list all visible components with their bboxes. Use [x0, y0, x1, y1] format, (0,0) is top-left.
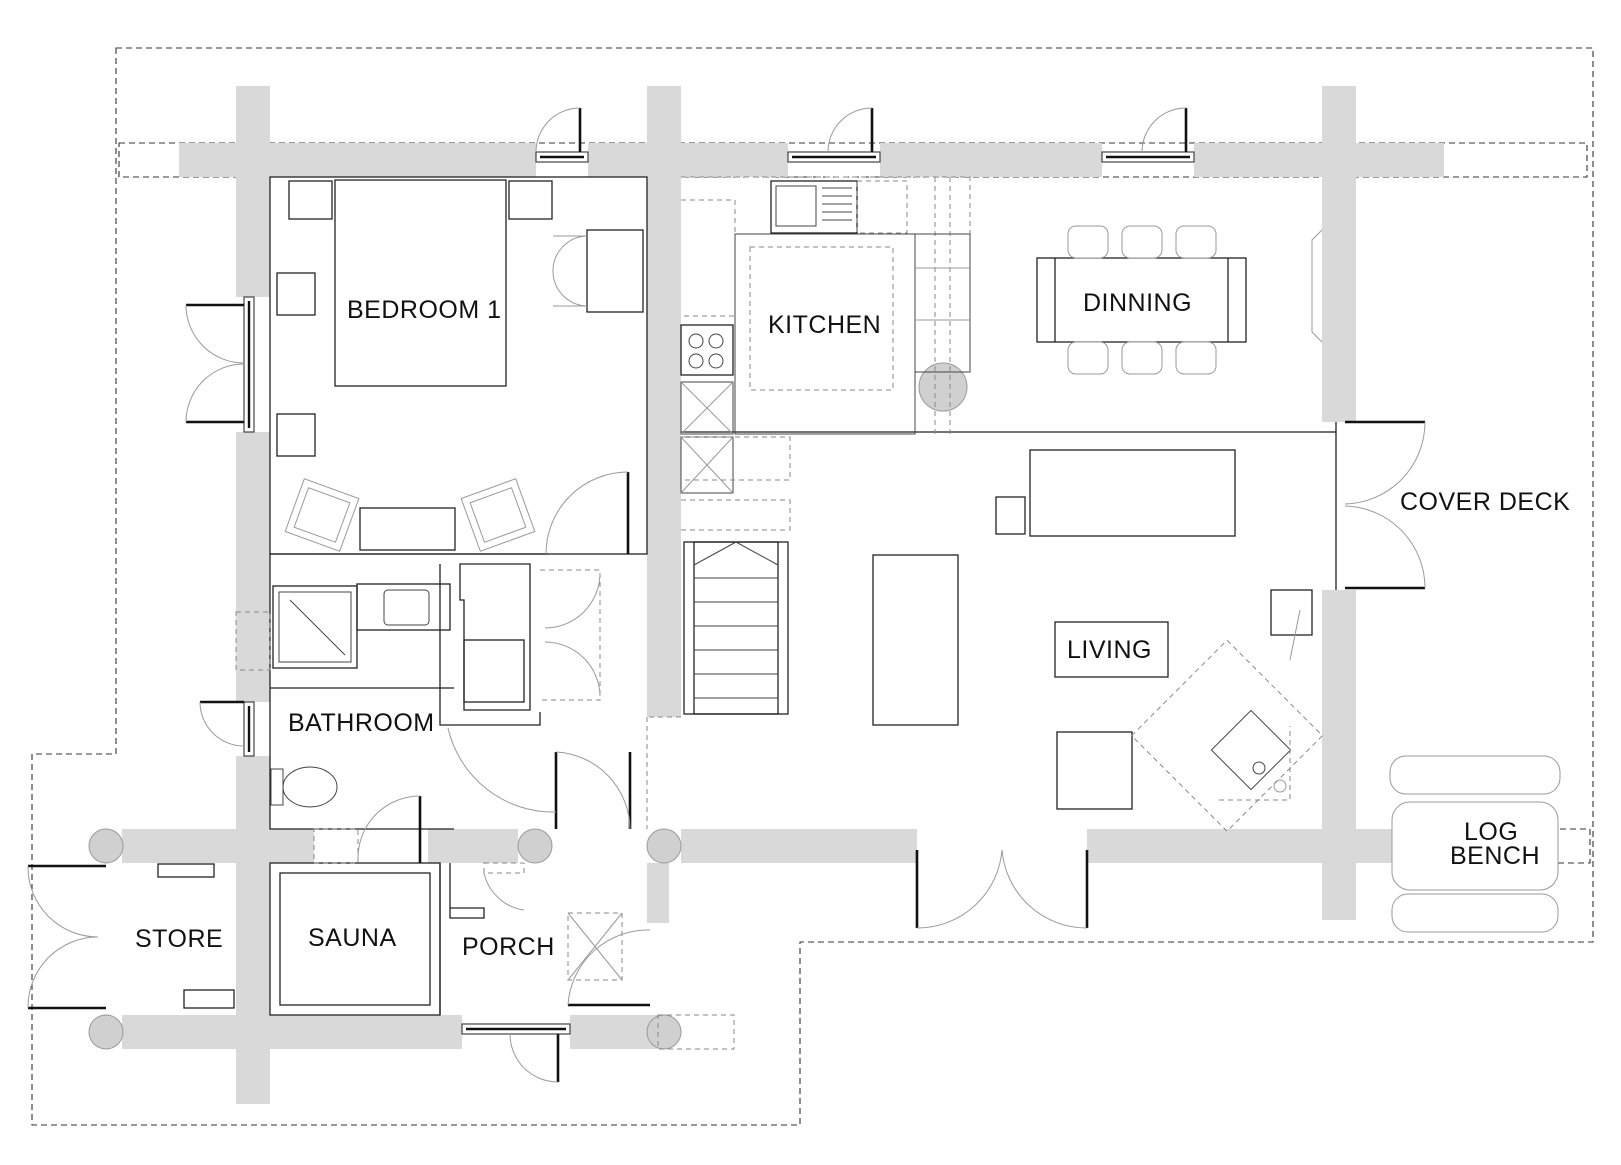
label-bathroom: BATHROOM: [288, 709, 435, 737]
room-labels: BEDROOM 1 KITCHEN DINNING COVER DECK LIV…: [135, 289, 1570, 961]
store-porch-items: [157, 611, 735, 1050]
roof-overhang-outline: [31, 47, 1594, 1126]
kitchen-counters: [680, 176, 971, 531]
label-cover-deck: COVER DECK: [1400, 488, 1570, 516]
label-sauna: SAUNA: [308, 924, 397, 952]
label-store: STORE: [135, 925, 223, 953]
doors: [27, 420, 1426, 1010]
window-swings: [185, 107, 1188, 1083]
label-bedroom: BEDROOM 1: [347, 296, 502, 324]
walls: [122, 86, 1444, 1104]
label-living: LIVING: [1067, 636, 1152, 664]
staircase: [683, 541, 789, 715]
label-log-bench-line1: LOG: [1464, 818, 1518, 846]
log-bench: [1389, 755, 1561, 933]
living-furniture: [872, 449, 1324, 832]
label-dinning: DINNING: [1083, 289, 1192, 317]
bedroom-furniture: [276, 179, 644, 552]
dinning-furniture: [1036, 225, 1323, 375]
label-porch: PORCH: [462, 933, 555, 961]
bathroom-fixtures: [270, 583, 525, 808]
log-columns: [88, 362, 968, 1050]
label-log-bench-line2: BENCH: [1450, 842, 1540, 870]
label-kitchen: KITCHEN: [768, 311, 881, 339]
